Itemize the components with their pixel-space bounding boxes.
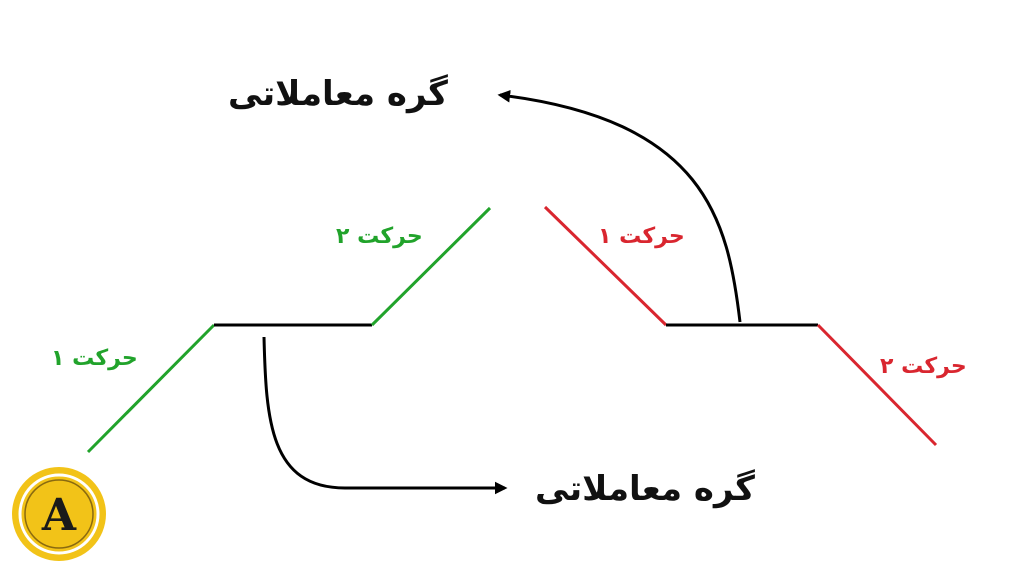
red-move-2-line xyxy=(816,323,938,447)
green-move-1-line xyxy=(86,323,216,454)
red-move-1-label: حرکت ۱ xyxy=(598,224,685,249)
red-move-1-line xyxy=(543,205,668,327)
red-move-2-label: حرکت ۲ xyxy=(880,354,967,379)
green-move-1-label: حرکت ۱ xyxy=(51,346,138,371)
logo-icon: A xyxy=(12,467,106,561)
order-block-bottom-label: گره معاملاتی xyxy=(535,469,755,509)
order-block-top-label: گره معاملاتی xyxy=(228,74,448,114)
arrow-to-top-node xyxy=(497,89,742,323)
green-move-2-label: حرکت ۲ xyxy=(336,224,423,249)
logo-letter: A xyxy=(41,490,77,541)
green-move-2-line xyxy=(370,206,492,327)
arrow-to-bottom-node xyxy=(262,336,508,495)
